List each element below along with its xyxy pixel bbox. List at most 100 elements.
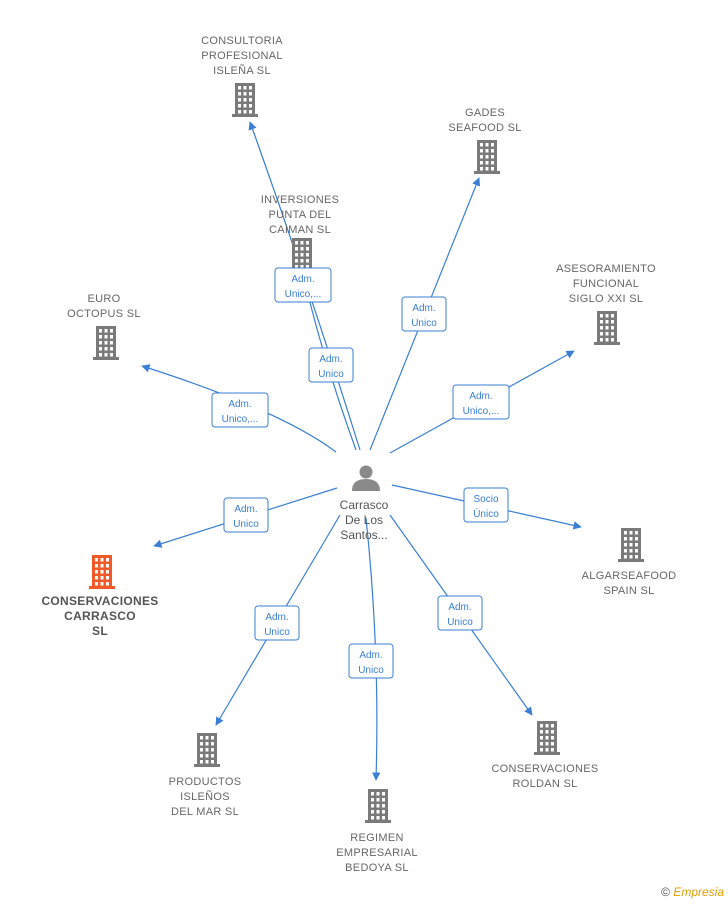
building-window — [371, 810, 374, 814]
building-window — [300, 259, 304, 263]
building-window — [480, 155, 483, 159]
edge-label-text: Adm. — [291, 274, 314, 285]
building-window — [211, 736, 214, 740]
building-window — [605, 326, 609, 330]
person-name-label: De Los — [345, 513, 383, 527]
company-label: OCTOPUS SL — [67, 308, 141, 320]
building-window — [238, 92, 241, 96]
building-window — [600, 320, 603, 324]
building-window — [629, 531, 633, 535]
building-icon[interactable] — [365, 789, 391, 823]
company-label: PRODUCTOS — [169, 776, 242, 788]
edge-labels-layer: Adm.Unico,...Adm.UnicoAdm.UnicoAdm.Unico… — [211, 267, 510, 679]
building-window — [624, 531, 627, 535]
building-window — [600, 332, 603, 336]
building-window — [200, 754, 203, 758]
edge-label-roldan[interactable]: Adm.Unico — [437, 595, 483, 631]
building-window — [540, 742, 543, 746]
edge-label-regimen[interactable]: Adm.Unico — [348, 643, 394, 679]
building-base — [594, 342, 620, 345]
building-icon[interactable] — [194, 733, 220, 767]
building-window — [205, 742, 209, 746]
building-base — [534, 752, 560, 755]
building-window — [491, 149, 494, 153]
building-icon[interactable] — [474, 140, 500, 174]
edge-label-box — [254, 605, 300, 641]
building-icon[interactable] — [534, 721, 560, 755]
edge-label-text: Adm. — [359, 650, 382, 661]
building-window — [205, 736, 209, 740]
building-window — [249, 104, 252, 108]
building-window — [95, 582, 98, 586]
building-window — [545, 736, 549, 740]
building-window — [104, 341, 108, 345]
building-window — [624, 555, 627, 559]
edge-label-euro[interactable]: Adm.Unico,... — [211, 392, 269, 428]
building-window — [249, 98, 252, 102]
building-window — [491, 167, 494, 171]
building-window — [491, 143, 494, 147]
building-window — [295, 253, 298, 257]
building-window — [545, 724, 549, 728]
building-window — [382, 798, 385, 802]
building-window — [485, 161, 489, 165]
building-window — [540, 748, 543, 752]
edge-label-carrasco[interactable]: Adm.Unico — [223, 497, 269, 533]
building-window — [300, 253, 304, 257]
edge-label-productos[interactable]: Adm.Unico — [254, 605, 300, 641]
edges-layer — [141, 121, 582, 781]
building-window — [95, 564, 98, 568]
building-window — [306, 247, 309, 251]
edge-label-text: Unico,... — [285, 289, 322, 300]
building-icon[interactable] — [89, 555, 115, 589]
building-window — [382, 816, 385, 820]
building-window — [600, 314, 603, 318]
company-label: INVERSIONES — [261, 194, 340, 206]
edge-label-text: Unico,... — [463, 406, 500, 417]
building-window — [382, 804, 385, 808]
company-label: SL — [92, 624, 108, 638]
building-window — [211, 748, 214, 752]
building-window — [295, 247, 298, 251]
company-label: SEAFOOD SL — [448, 122, 521, 134]
building-icon[interactable] — [594, 311, 620, 345]
company-label: PROFESIONAL — [201, 50, 283, 62]
building-window — [545, 748, 549, 752]
building-window — [99, 353, 102, 357]
building-window — [624, 549, 627, 553]
building-icon[interactable] — [232, 83, 258, 117]
building-window — [635, 549, 638, 553]
building-window — [635, 555, 638, 559]
building-window — [551, 748, 554, 752]
footer-brand[interactable]: © Empresia — [661, 885, 724, 899]
edge-label-inversiones[interactable]: Adm.Unico — [308, 347, 354, 383]
edge-label-consultoria[interactable]: Adm. Unico,... — [274, 267, 332, 303]
company-label: DEL MAR SL — [171, 806, 239, 818]
building-window — [110, 335, 113, 339]
building-window — [306, 259, 309, 263]
company-label: REGIMEN — [350, 832, 403, 844]
building-icon[interactable] — [93, 326, 119, 360]
edge-label-asesoramiento[interactable]: Adm.Unico,... — [452, 384, 510, 420]
building-icon[interactable] — [618, 528, 644, 562]
edge-label-text: Unico — [447, 617, 473, 628]
edge-label-gades[interactable]: Adm.Unico — [401, 296, 447, 332]
building-window — [243, 110, 247, 114]
person-icon-body — [352, 479, 380, 491]
building-window — [104, 329, 108, 333]
building-window — [211, 754, 214, 758]
building-icon[interactable] — [289, 238, 315, 272]
building-window — [551, 724, 554, 728]
